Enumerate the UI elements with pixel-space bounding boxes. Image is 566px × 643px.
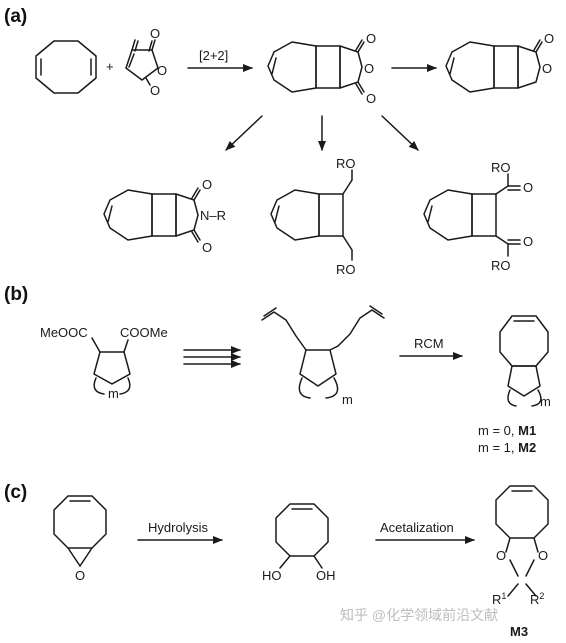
diol: HO OH xyxy=(262,503,336,583)
diene-intermediate: m xyxy=(261,305,385,407)
rcm-label: RCM xyxy=(414,336,444,351)
maleic-anhydride: O O O xyxy=(125,26,167,98)
imide-n-r: N–R xyxy=(200,208,226,223)
ester-right: COOMe xyxy=(120,325,168,340)
acetal-r2: R2 xyxy=(530,591,544,607)
product-o-ring: O xyxy=(364,61,374,76)
bicyclic-product: m xyxy=(499,315,551,409)
anhydride-o-bottom: O xyxy=(150,83,160,98)
product-o-bottom: O xyxy=(366,91,376,106)
anhydride-o-ring: O xyxy=(157,63,167,78)
hydrolysis-label: Hydrolysis xyxy=(148,520,208,535)
acetal-r1: R1 xyxy=(492,591,506,607)
panel-c-label: (c) xyxy=(4,482,27,503)
product-o-top: O xyxy=(366,31,376,46)
lactone-o-ring: O xyxy=(542,61,552,76)
epoxide-o: O xyxy=(75,568,85,583)
diester-ro-bottom: RO xyxy=(491,258,511,273)
anhydride-o-top: O xyxy=(150,26,160,41)
diether-ro-bottom: RO xyxy=(336,262,356,277)
imide: O N–R O xyxy=(103,177,226,255)
m1-name: M1 xyxy=(518,423,536,438)
diester: RO O O RO xyxy=(423,160,533,273)
panel-b-label: (b) xyxy=(4,284,28,305)
acetal-o-right: O xyxy=(538,548,548,563)
imide-o-bottom: O xyxy=(202,240,212,255)
product-m: m xyxy=(540,394,551,409)
diester-o-bottom: O xyxy=(523,234,533,249)
diol-oh: OH xyxy=(316,568,336,583)
arrow-to-imide xyxy=(225,115,263,151)
lactone-o-carbonyl: O xyxy=(544,31,554,46)
ring-size-m: m xyxy=(108,386,119,401)
acetalization-label: Acetalization xyxy=(380,520,454,535)
reaction-label-2plus2: [2+2] xyxy=(199,48,228,63)
ester-left: MeOOC xyxy=(40,325,88,340)
diol-ho: HO xyxy=(262,568,282,583)
acetal-o-left: O xyxy=(496,548,506,563)
lactone: O O xyxy=(445,31,554,93)
diether: RO RO xyxy=(270,156,356,277)
panel-a-label: (a) xyxy=(4,6,27,27)
plus-sign: + xyxy=(106,59,114,74)
diether-ro-top: RO xyxy=(336,156,356,171)
m2-name: M2 xyxy=(518,440,536,455)
acetal: O O R1 R2 xyxy=(492,485,549,607)
cyclooctadiene xyxy=(35,40,97,94)
cyclobutane-anhydride: O O O xyxy=(267,31,376,106)
m1-caption: m = 0, M1 xyxy=(478,423,536,438)
diene-m: m xyxy=(342,392,353,407)
watermark: 知乎 @化学领域前沿文献 xyxy=(340,607,498,623)
diester-ro-top: RO xyxy=(491,160,511,175)
m3-name: M3 xyxy=(510,624,528,639)
m2-caption: m = 1, M2 xyxy=(478,440,536,455)
imide-o-top: O xyxy=(202,177,212,192)
cyclopentane-diester: MeOOC COOMe m xyxy=(40,325,168,401)
epoxide: O xyxy=(53,495,107,583)
arrow-to-diester xyxy=(381,115,419,151)
diester-o-top: O xyxy=(523,180,533,195)
multistep-arrows xyxy=(183,346,241,368)
